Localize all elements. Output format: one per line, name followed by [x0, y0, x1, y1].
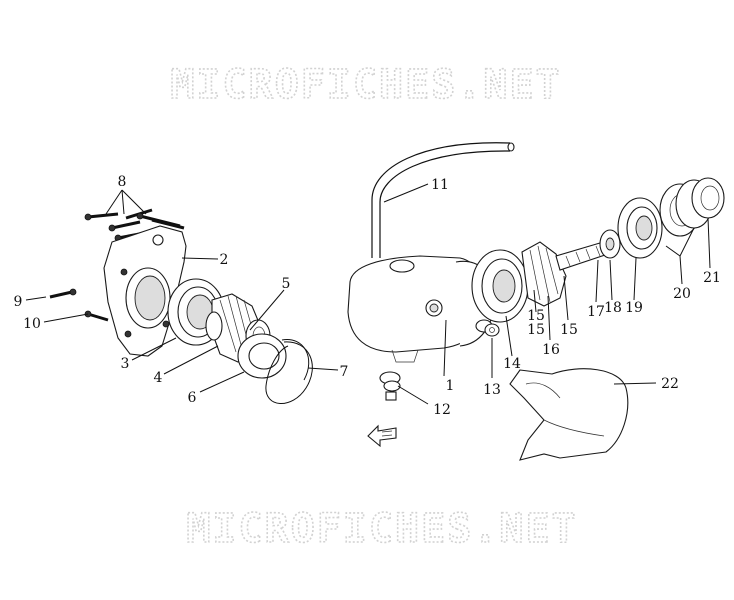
callout-15a: 15	[527, 308, 545, 324]
callout-7: 7	[340, 364, 349, 380]
callout-2: 2	[220, 252, 229, 268]
watermark-bottom: MICROFICHES.NET	[186, 506, 577, 552]
callout-3: 3	[121, 356, 130, 372]
end-ring	[691, 177, 725, 219]
bearing-plate-assembly	[49, 208, 313, 404]
leader-lines	[25, 183, 711, 405]
housing-bearing	[471, 249, 529, 323]
callout-16: 16	[542, 342, 560, 358]
callout-5: 5	[282, 276, 291, 292]
snap-ring	[265, 341, 313, 404]
gearcase-assembly	[347, 142, 725, 461]
callout-1: 1	[446, 378, 455, 394]
vent-hose	[371, 142, 511, 258]
callout-numbers: 1 2 3 4 5 6 7 8 9 10 11 12 13 14 15 15 1…	[14, 174, 721, 418]
filler-plug	[475, 319, 500, 337]
callout-22: 22	[661, 376, 679, 392]
bolt-9	[49, 290, 73, 299]
callout-13: 13	[483, 382, 501, 398]
drive-shaft	[555, 229, 621, 271]
bolt-10	[87, 312, 109, 322]
callout-11: 11	[431, 177, 449, 193]
drain-plug	[379, 371, 401, 401]
front-arrow-icon	[367, 424, 397, 448]
callout-12: 12	[433, 402, 451, 418]
skid-guard	[509, 368, 629, 461]
callout-15c: 15	[560, 322, 578, 338]
callout-8: 8	[118, 174, 127, 190]
callout-21: 21	[703, 270, 721, 286]
pinion-gear	[521, 241, 567, 307]
bevel-gear	[205, 293, 263, 363]
callout-18: 18	[604, 300, 622, 316]
callout-17: 17	[587, 304, 605, 320]
gearcase-housing	[347, 255, 495, 363]
watermark-top: MICROFICHES.NET	[170, 62, 561, 108]
callout-19: 19	[625, 300, 643, 316]
callout-6: 6	[188, 390, 197, 406]
callout-15b: 15	[527, 322, 545, 338]
callout-4: 4	[154, 370, 163, 386]
thrust-washer	[237, 333, 287, 379]
callout-10: 10	[23, 316, 41, 332]
callout-20: 20	[673, 286, 691, 302]
callout-14: 14	[503, 356, 521, 372]
callout-9: 9	[14, 294, 23, 310]
shaft-bearing	[617, 197, 663, 259]
